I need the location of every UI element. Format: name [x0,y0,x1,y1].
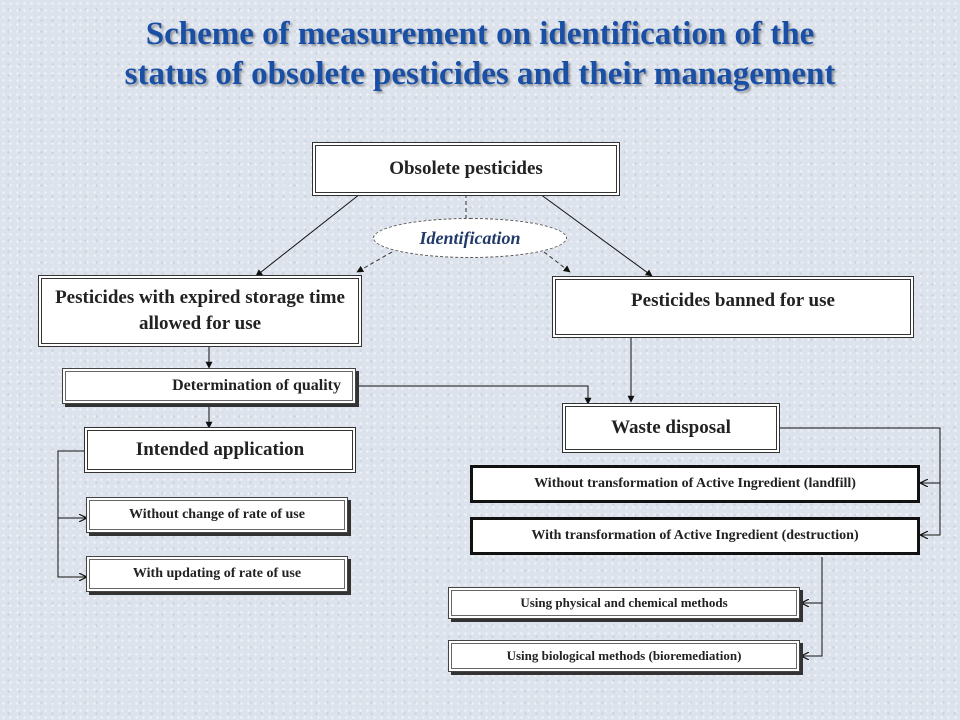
bracket-destruction-to-physical [802,557,823,603]
node-with-updating-of-rate: With updating of rate of use [86,556,348,592]
node-identification: Identification [373,218,567,258]
bracket-intended-to-without-change [57,450,88,518]
node-physical-chemical-methods-label: Using physical and chemical methods [520,595,728,610]
node-destruction: With transformation of Active Ingredient… [470,517,920,555]
node-landfill-label: Without transformation of Active Ingredi… [534,476,856,491]
node-with-updating-of-rate-label: With updating of rate of use [132,566,302,581]
bracket-waste-to-destruction [921,483,941,535]
node-banned-pesticides: Pesticides banned for use [552,276,914,338]
node-banned-pesticides-label: Pesticides banned for use [631,290,835,311]
title-line-1: Scheme of measurement on identification … [145,16,815,52]
node-without-change-of-rate-label: Without change of rate of use [129,507,305,522]
node-landfill: Without transformation of Active Ingredi… [470,465,920,503]
node-determination-of-quality: Determination of quality [62,368,356,404]
node-expired-pesticides-label: Pesticides with expired storage time all… [55,287,345,334]
node-waste-disposal: Waste disposal [562,403,780,453]
arrow-quality-to-waste [355,385,592,405]
node-obsolete-pesticides: Obsolete pesticides [312,142,620,196]
bracket-waste-to-landfill [780,427,941,483]
bracket-intended-to-with-updating [57,518,86,577]
node-intended-application: Intended application [84,427,356,473]
node-obsolete-pesticides-label: Obsolete pesticides [389,158,543,179]
diagram-title: Scheme of measurement on identification … [0,14,960,94]
node-expired-pesticides: Pesticides with expired storage time all… [38,275,362,347]
node-without-change-of-rate: Without change of rate of use [86,497,348,533]
dash-identification-to-banned [543,251,571,273]
node-determination-of-quality-label: Determination of quality [172,377,341,394]
title-line-2: status of obsolete pesticides and their … [124,56,836,92]
node-biological-methods-label: Using biological methods (bioremediation… [506,648,742,663]
node-identification-label: Identification [419,227,521,248]
dash-identification-to-expired [356,251,393,273]
bracket-destruction-to-biological [802,603,823,656]
node-physical-chemical-methods: Using physical and chemical methods [448,587,800,619]
node-biological-methods: Using biological methods (bioremediation… [448,640,800,672]
node-intended-application-label: Intended application [135,439,305,460]
node-destruction-label: With transformation of Active Ingredient… [531,528,859,543]
node-waste-disposal-label: Waste disposal [611,417,731,438]
arrow-obsolete-to-expired [255,193,361,277]
arrow-obsolete-to-banned [539,193,653,277]
